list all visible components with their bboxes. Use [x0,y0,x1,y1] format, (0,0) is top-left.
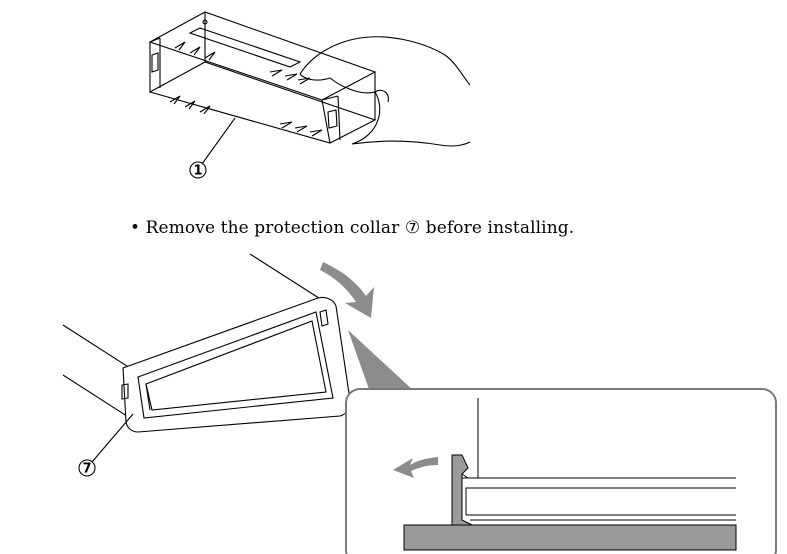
instruction-before: Remove the protection collar [145,218,400,238]
detail-inset [345,388,777,554]
removal-arrow-icon [320,262,374,318]
unit-illustration [62,253,351,477]
sleeve-illustration [148,11,471,179]
zoom-pointer [348,330,415,392]
release-arrow-icon [393,457,438,478]
instruction-text: • Remove the protection collar ⑦ before … [130,218,574,238]
collar-ref: ⑦ [404,218,421,238]
instruction-after: before installing. [425,218,575,238]
callout-1-label: 1 [193,164,202,179]
callout-7-label: 7 [82,462,91,477]
bullet: • [130,218,141,238]
